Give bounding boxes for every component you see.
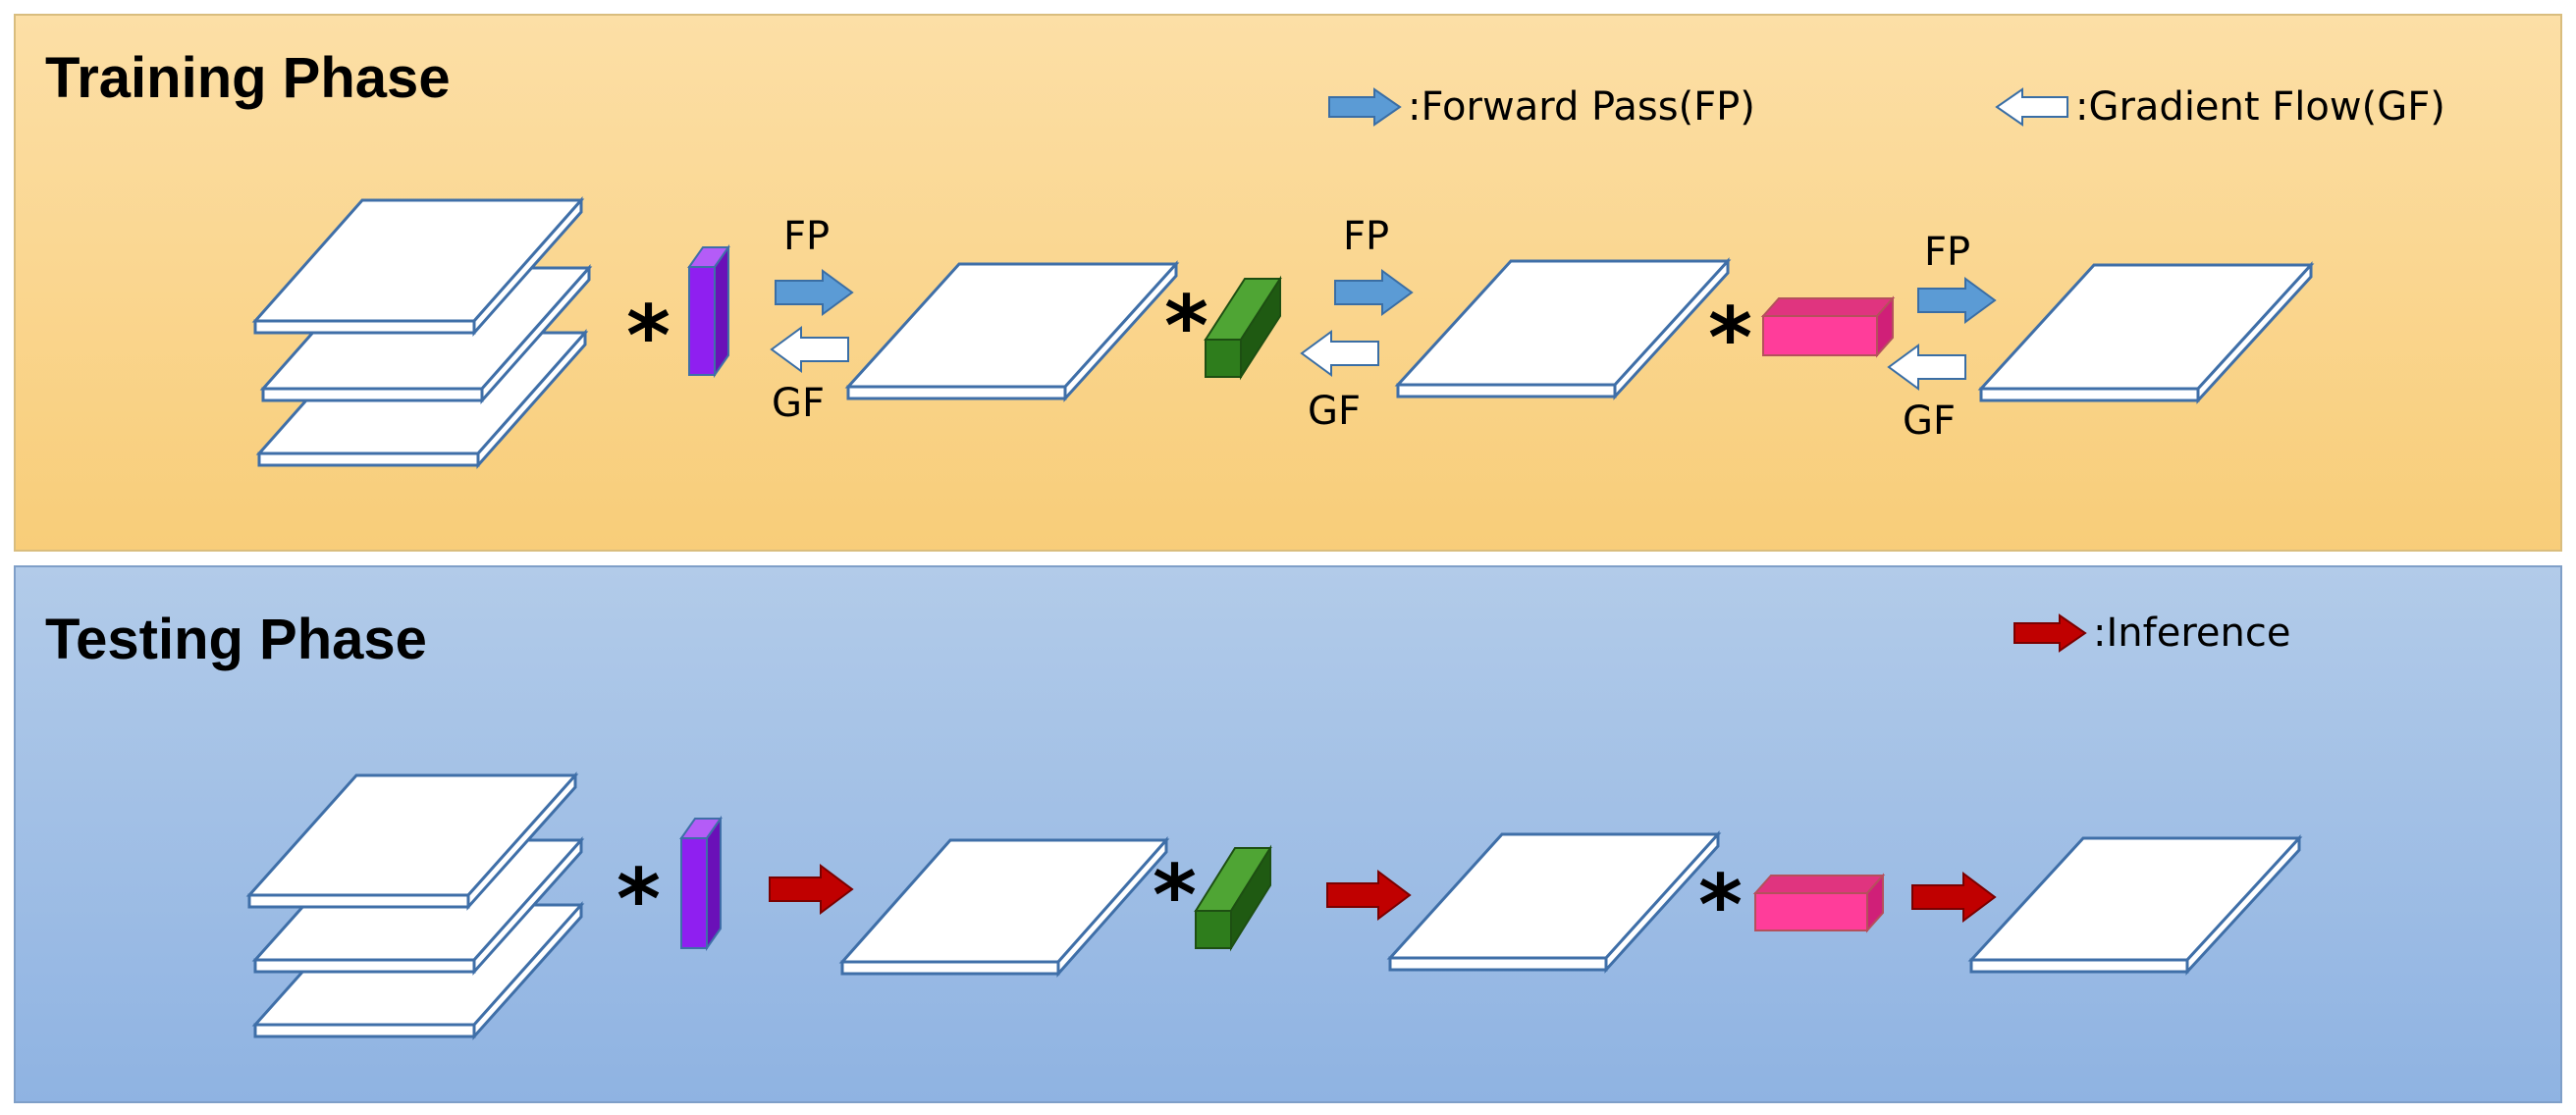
fp-label-1: FP	[783, 214, 830, 259]
test-feature-map-2	[1386, 830, 1722, 974]
fp-label-3: FP	[1924, 230, 1970, 275]
test-output-feature-map	[1967, 834, 2303, 976]
input-layer-top	[251, 196, 585, 337]
test-kernel-pink	[1752, 873, 1886, 933]
feature-map-2	[1394, 257, 1732, 400]
test-kernel-purple	[679, 815, 723, 952]
feature-map-1	[844, 260, 1180, 402]
test-feature-map-1	[838, 836, 1170, 978]
gradient-flow-arrow-3	[1887, 344, 1966, 391]
training-phase-title: Training Phase	[45, 46, 451, 110]
legend-forward-pass: :Forward Pass(FP)	[1327, 84, 1755, 130]
input-layer-stack	[251, 196, 593, 469]
inference-arrow-3	[1911, 872, 1997, 923]
gf-label-3: GF	[1903, 398, 1956, 444]
kernel-pink	[1760, 295, 1896, 358]
gf-label-1: GF	[772, 381, 825, 426]
testing-phase-title: Testing Phase	[45, 608, 427, 671]
gradient-flow-arrow-icon	[1995, 87, 2068, 127]
training-diagram: * FP GF * FP GF	[251, 196, 2315, 469]
legend-inference: :Inference	[2012, 611, 2290, 656]
output-feature-map	[1977, 261, 2315, 404]
inference-arrow-2	[1326, 870, 1412, 921]
forward-pass-arrow-icon	[1328, 87, 1402, 127]
testing-phase-panel: Testing Phase :Inference	[14, 565, 2562, 1103]
forward-pass-arrow-3	[1917, 277, 1997, 324]
legend-inference-label: :Inference	[2093, 611, 2291, 656]
kernel-green	[1204, 275, 1282, 381]
test-kernel-green	[1194, 844, 1272, 952]
inference-arrow-1	[769, 864, 854, 915]
gradient-flow-arrow-1	[770, 326, 849, 373]
test-input-layer-top	[245, 771, 579, 911]
kernel-purple	[687, 243, 730, 379]
test-conv-operator-1: *	[617, 851, 661, 949]
legend-forward-pass-label: :Forward Pass(FP)	[1408, 84, 1755, 130]
conv-operator-1: *	[626, 288, 671, 386]
fp-label-2: FP	[1343, 214, 1389, 259]
inference-arrow-icon	[2013, 613, 2087, 653]
test-input-layer-stack	[245, 771, 585, 1040]
gradient-flow-arrow-2	[1300, 330, 1379, 377]
conv-operator-2: *	[1164, 278, 1208, 376]
forward-pass-arrow-2	[1334, 269, 1414, 316]
testing-diagram: * * *	[245, 771, 2303, 1040]
test-conv-operator-2: *	[1153, 847, 1197, 945]
conv-operator-3: *	[1708, 290, 1752, 388]
training-phase-panel: Training Phase :Forward Pass(FP) :Gradie…	[14, 14, 2562, 552]
legend-gradient-flow: :Gradient Flow(GF)	[1995, 84, 2445, 130]
forward-pass-arrow-1	[775, 269, 854, 316]
legend-gradient-flow-label: :Gradient Flow(GF)	[2075, 84, 2445, 130]
gf-label-2: GF	[1308, 389, 1361, 434]
test-conv-operator-3: *	[1698, 857, 1743, 955]
